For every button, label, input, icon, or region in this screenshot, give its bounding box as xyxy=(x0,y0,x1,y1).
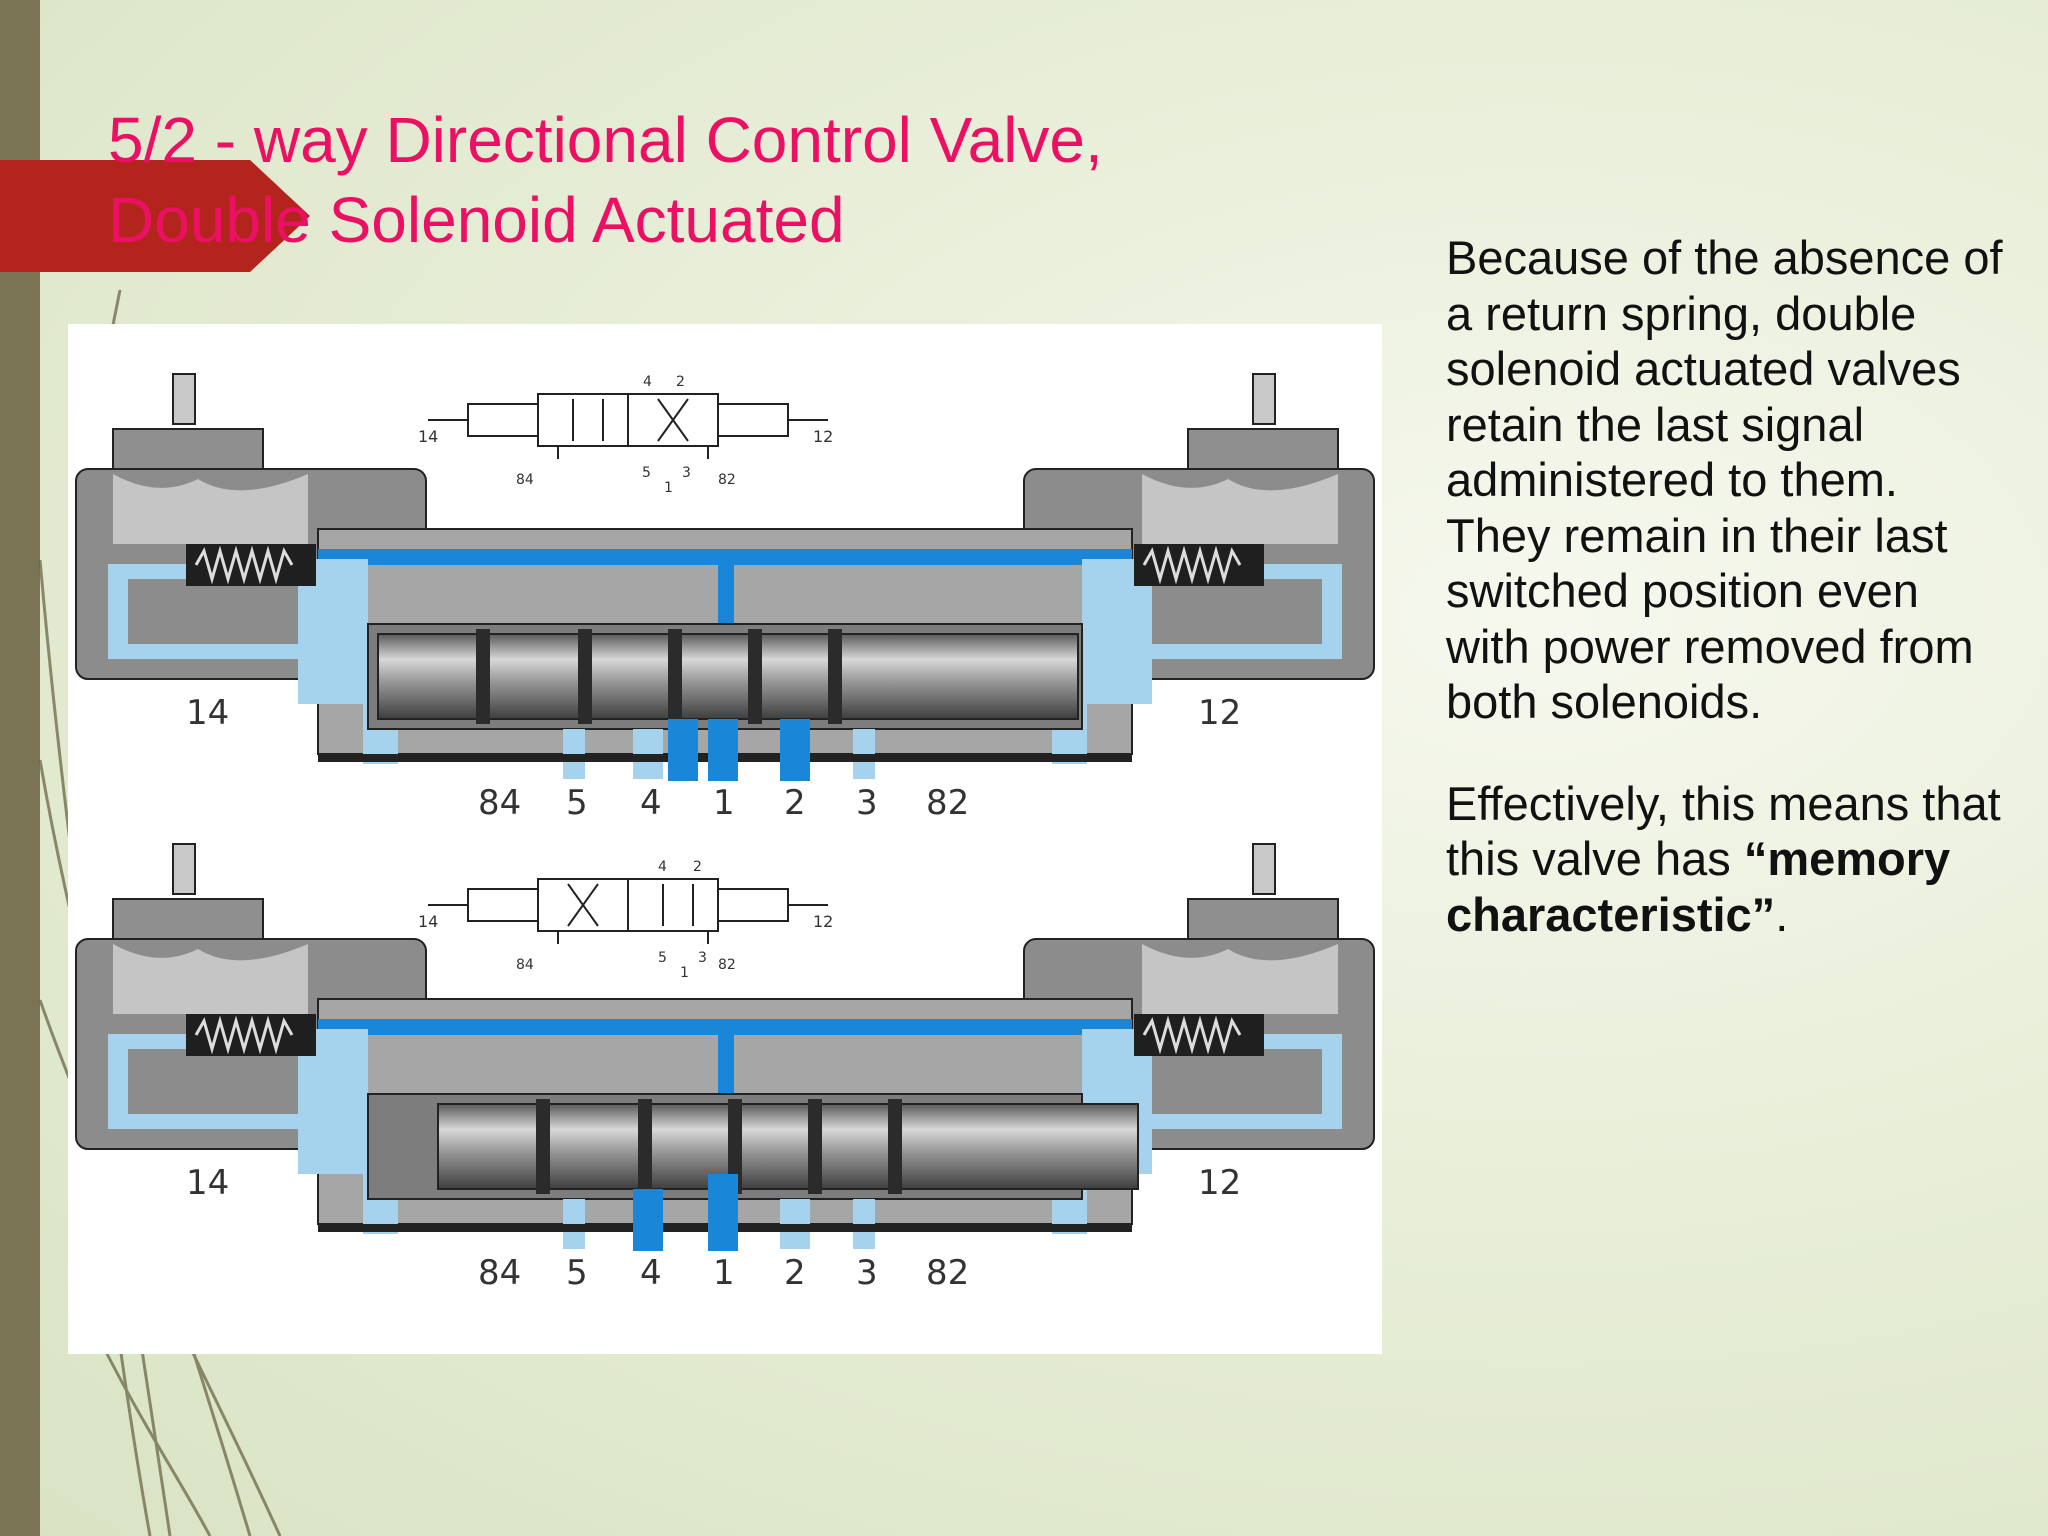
symbol-label-14-top: 14 xyxy=(418,427,438,446)
symbol-label-84-top: 84 xyxy=(516,472,534,488)
paragraph-return-spring: Because of the absence of a return sprin… xyxy=(1446,231,2003,728)
symbol-label-82-top: 82 xyxy=(718,472,736,488)
side-label-14-top: 14 xyxy=(186,693,229,733)
symbol-label-82-bottom: 82 xyxy=(718,957,736,973)
valve-diagram-bottom: 14 12 84 82 5 3 1 4 2 14 12 84 5 4 1 2 3… xyxy=(74,842,1376,1293)
side-label-14-bottom: 14 xyxy=(186,1163,229,1203)
port-label-5-top: 5 xyxy=(566,783,588,823)
paragraph-memory-period: . xyxy=(1775,887,1789,941)
symbol-label-84-bottom: 84 xyxy=(516,957,534,973)
port-label-82-top: 82 xyxy=(926,783,969,823)
symbol-label-5-bottom: 5 xyxy=(658,950,667,966)
side-label-12-top: 12 xyxy=(1198,693,1241,733)
symbol-label-3-bottom: 3 xyxy=(698,950,707,966)
symbol-label-2-top: 2 xyxy=(676,374,685,390)
symbol-label-12-top: 12 xyxy=(813,427,833,446)
port-label-82-bottom: 82 xyxy=(926,1253,969,1293)
side-label-12-bottom: 12 xyxy=(1198,1163,1241,1203)
symbol-label-3-top: 3 xyxy=(682,465,691,481)
symbol-label-4-bottom: 4 xyxy=(658,859,667,875)
slide-body-text: Because of the absence of a return sprin… xyxy=(1446,230,2006,942)
paragraph-memory-intro: Effectively, this means that this valve … xyxy=(1446,776,2001,886)
slide-title-line-1: 5/2 - way Directional Control Valve, xyxy=(108,104,1103,176)
valve-cross-section-svg: 14 12 84 82 5 3 1 4 2 14 12 84 5 4 1 2 3… xyxy=(74,372,1376,1293)
slide-title: 5/2 - way Directional Control Valve, Dou… xyxy=(108,100,1103,260)
iso-valve-symbol-top xyxy=(428,393,828,459)
symbol-label-1-bottom: 1 xyxy=(680,965,689,981)
port-label-2-top: 2 xyxy=(784,783,806,823)
port-label-3-bottom: 3 xyxy=(856,1253,878,1293)
memory-characteristic-emphasis: “memory characteristic” xyxy=(1446,832,1951,941)
paragraph-memory: Effectively, this means that this valve … xyxy=(1446,776,2006,943)
symbol-label-1-top: 1 xyxy=(664,480,673,496)
port-label-3-top: 3 xyxy=(856,783,878,823)
symbol-label-2-bottom: 2 xyxy=(693,859,702,875)
port-label-2-bottom: 2 xyxy=(784,1253,806,1293)
port-label-5-bottom: 5 xyxy=(566,1253,588,1293)
port-label-1-top: 1 xyxy=(713,783,735,823)
symbol-label-5-top: 5 xyxy=(642,465,651,481)
valve-diagram-figure: 14 12 84 82 5 3 1 4 2 14 12 84 5 4 1 2 3… xyxy=(68,324,1382,1354)
slide-title-line-2: Double Solenoid Actuated xyxy=(108,184,845,256)
iso-valve-symbol-bottom xyxy=(428,878,828,944)
port-label-4-bottom: 4 xyxy=(640,1253,662,1293)
port-label-84-bottom: 84 xyxy=(478,1253,521,1293)
port-label-1-bottom: 1 xyxy=(713,1253,735,1293)
port-label-4-top: 4 xyxy=(640,783,662,823)
valve-diagram-top: 14 12 84 82 5 3 1 4 2 14 12 84 5 4 1 2 3… xyxy=(74,372,1376,823)
symbol-label-14-bottom: 14 xyxy=(418,912,438,931)
symbol-label-12-bottom: 12 xyxy=(813,912,833,931)
port-label-84-top: 84 xyxy=(478,783,521,823)
title-accent-tab xyxy=(0,160,310,272)
symbol-label-4-top: 4 xyxy=(643,374,652,390)
